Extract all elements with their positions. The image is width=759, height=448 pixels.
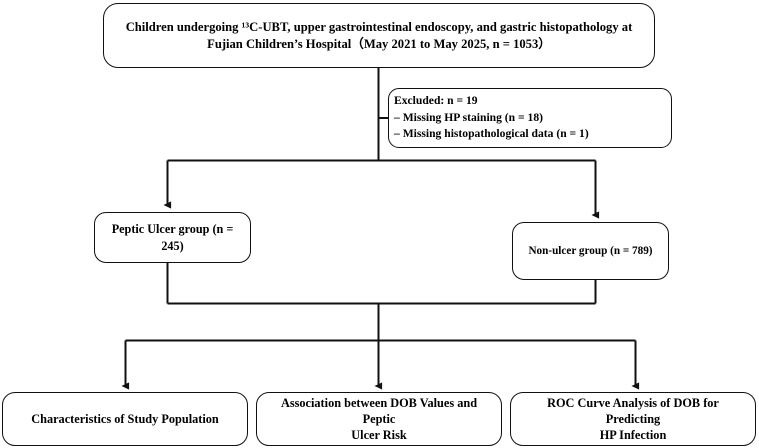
node-excluded-line1: Excluded: n = 19 (394, 94, 478, 108)
node-excluded-label: Excluded: n = 19 – Missing HP staining (… (394, 93, 667, 142)
node-outcome-dob-association-line2: Ulcer Risk (351, 428, 407, 443)
node-excluded: Excluded: n = 19 – Missing HP staining (… (388, 88, 672, 148)
node-outcome-dob-association-line1: Association between DOB Values and Pepti… (280, 395, 478, 426)
node-outcome-roc-analysis-line1: ROC Curve Analysis of DOB for Predicting (547, 395, 719, 426)
node-outcome-roc-analysis-line2: HP Infection (599, 428, 667, 443)
node-outcome-roc-analysis: ROC Curve Analysis of DOB for Predicting… (510, 392, 756, 446)
node-enrollment-label: Children undergoing ¹³C-UBT, upper gastr… (125, 19, 633, 51)
node-peptic-ulcer-group-label: Peptic Ulcer group (n = 245) (111, 222, 234, 253)
node-outcome-dob-association: Association between DOB Values and Pepti… (256, 392, 502, 446)
node-excluded-line3: – Missing histopathological data (n = 1) (394, 127, 589, 141)
node-non-ulcer-group-label: Non-ulcer group (n = 789) (528, 244, 653, 257)
node-peptic-ulcer-group: Peptic Ulcer group (n = 245) (94, 212, 251, 263)
node-outcome-dob-association-label: Association between DOB Values and Pepti… (265, 395, 493, 444)
node-non-ulcer-group: Non-ulcer group (n = 789) (512, 222, 669, 280)
node-outcome-roc-analysis-label: ROC Curve Analysis of DOB for Predicting… (519, 395, 747, 444)
node-outcome-characteristics: Characteristics of Study Population (2, 392, 248, 446)
node-enrollment: Children undergoing ¹³C-UBT, upper gastr… (103, 3, 655, 68)
node-excluded-line2: – Missing HP staining (n = 18) (394, 110, 543, 124)
node-outcome-characteristics-label: Characteristics of Study Population (31, 411, 219, 426)
